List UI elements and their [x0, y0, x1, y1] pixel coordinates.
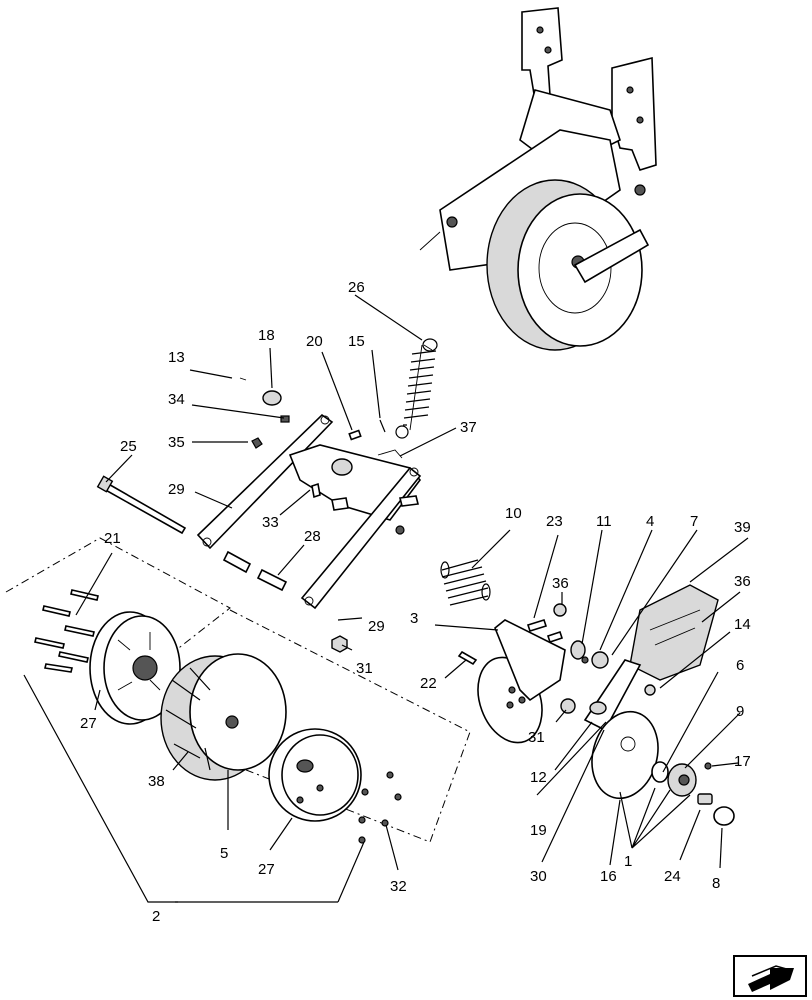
label-31-center: 31 — [356, 660, 373, 677]
spring-10 — [440, 559, 491, 606]
label-12: 12 — [530, 769, 547, 786]
label-16: 16 — [600, 868, 617, 885]
scraper-assembly — [457, 584, 735, 826]
label-26: 26 — [348, 279, 365, 296]
label-17: 17 — [734, 753, 751, 770]
label-4: 4 — [646, 513, 654, 530]
arm-lower-29 — [300, 466, 422, 610]
label-20: 20 — [306, 333, 323, 350]
label-1: 1 — [624, 853, 632, 870]
label-21: 21 — [104, 530, 121, 547]
label-28: 28 — [304, 528, 321, 545]
label-33: 33 — [262, 514, 279, 531]
label-13: 13 — [168, 349, 185, 366]
label-36-left: 36 — [552, 575, 569, 592]
row-unit-overview — [419, 7, 657, 351]
bolt-25 — [96, 475, 187, 535]
wheel-assembly — [5, 537, 471, 844]
label-24: 24 — [664, 868, 681, 885]
label-2: 2 — [152, 908, 160, 925]
arm-upper-29 — [196, 413, 334, 550]
leader-lines — [23, 294, 749, 903]
label-5: 5 — [220, 845, 228, 862]
label-39: 39 — [734, 519, 751, 536]
label-38: 38 — [148, 773, 165, 790]
hardware-top — [239, 377, 386, 449]
label-25: 25 — [120, 438, 137, 455]
label-3: 3 — [410, 610, 418, 627]
label-6: 6 — [736, 657, 744, 674]
nut-31-center — [331, 635, 348, 653]
label-30: 30 — [530, 868, 547, 885]
label-29-lower: 29 — [368, 618, 385, 635]
label-31-right: 31 — [528, 729, 545, 746]
label-8: 8 — [712, 875, 720, 892]
label-29-upper: 29 — [168, 481, 185, 498]
label-23: 23 — [546, 513, 563, 530]
label-10: 10 — [505, 505, 522, 522]
label-18: 18 — [258, 327, 275, 344]
next-page-arrow-icon[interactable] — [733, 955, 807, 997]
label-15: 15 — [348, 333, 365, 350]
label-32: 32 — [390, 878, 407, 895]
label-14: 14 — [734, 616, 751, 633]
spring-26 — [395, 338, 438, 439]
label-11: 11 — [596, 513, 612, 530]
label-36-right: 36 — [734, 573, 751, 590]
label-27-left: 27 — [80, 715, 97, 732]
label-7: 7 — [690, 513, 698, 530]
label-9: 9 — [736, 703, 744, 720]
label-27-right: 27 — [258, 861, 275, 878]
spacers — [222, 482, 419, 592]
label-34: 34 — [168, 391, 185, 408]
label-37: 37 — [460, 419, 477, 436]
callout-labels: 13 18 34 35 25 29 33 20 15 26 37 28 29 3… — [80, 279, 751, 925]
label-19: 19 — [530, 822, 547, 839]
label-35: 35 — [168, 434, 185, 451]
label-22: 22 — [420, 675, 437, 692]
